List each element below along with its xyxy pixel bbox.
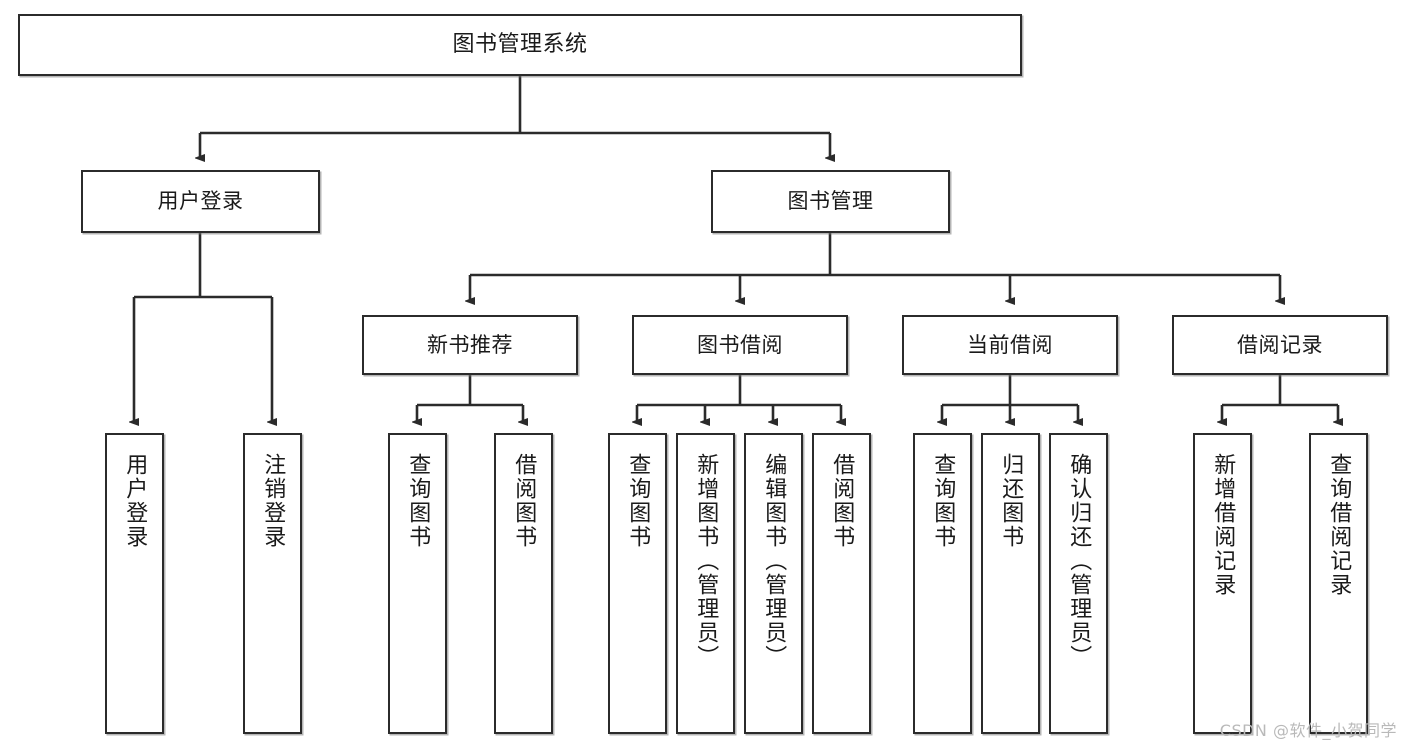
watermark-text: CSDN @软件_小贺同学	[1219, 721, 1397, 740]
leaf-user-login-logout[interactable]: 注销登录	[243, 433, 302, 734]
node-label: 用户登录	[122, 453, 148, 549]
leaf-new-book-borrow-book[interactable]: 借阅图书	[494, 433, 553, 734]
node-label: 新增图书（管理员）	[693, 453, 719, 669]
leaf-borrow-record-query-record[interactable]: 查询借阅记录	[1309, 433, 1368, 734]
node-label: 借阅记录	[1237, 332, 1323, 357]
leaf-current-borrow-query-book[interactable]: 查询图书	[913, 433, 972, 734]
leaf-book-borrow-edit-book[interactable]: 编辑图书（管理员）	[744, 433, 803, 734]
node-label: 新书推荐	[427, 332, 513, 357]
leaf-book-borrow-add-book[interactable]: 新增图书（管理员）	[676, 433, 735, 734]
leaf-borrow-record-add-record[interactable]: 新增借阅记录	[1193, 433, 1252, 734]
node-borrow-record[interactable]: 借阅记录	[1172, 315, 1388, 375]
node-label: 图书管理	[787, 189, 874, 214]
node-root-book-management-system[interactable]: 图书管理系统	[18, 14, 1022, 76]
leaf-book-borrow-borrow-book[interactable]: 借阅图书	[812, 433, 871, 734]
node-book-management[interactable]: 图书管理	[711, 170, 950, 233]
node-label: 归还图书	[998, 453, 1024, 549]
node-label: 新增借阅记录	[1210, 453, 1236, 597]
node-label: 图书借阅	[697, 332, 783, 357]
node-current-borrow[interactable]: 当前借阅	[902, 315, 1118, 375]
node-label: 图书管理系统	[452, 32, 588, 58]
node-label: 确认归还（管理员）	[1066, 453, 1092, 669]
node-book-borrow[interactable]: 图书借阅	[632, 315, 848, 375]
leaf-book-borrow-query-book[interactable]: 查询图书	[608, 433, 667, 734]
node-label: 注销登录	[260, 453, 286, 549]
node-label: 借阅图书	[829, 453, 855, 549]
leaf-new-book-query-book[interactable]: 查询图书	[388, 433, 447, 734]
node-label: 查询借阅记录	[1326, 453, 1352, 597]
node-label: 借阅图书	[511, 453, 537, 549]
node-label: 查询图书	[405, 453, 431, 549]
node-label: 用户登录	[157, 189, 244, 214]
leaf-current-borrow-return-book[interactable]: 归还图书	[981, 433, 1040, 734]
leaf-user-login-login[interactable]: 用户登录	[105, 433, 164, 734]
node-label: 编辑图书（管理员）	[761, 453, 787, 669]
node-user-login[interactable]: 用户登录	[81, 170, 320, 233]
node-label: 查询图书	[625, 453, 651, 549]
node-label: 查询图书	[930, 453, 956, 549]
node-new-book-recommend[interactable]: 新书推荐	[362, 315, 578, 375]
node-label: 当前借阅	[967, 332, 1053, 357]
leaf-current-borrow-confirm-return[interactable]: 确认归还（管理员）	[1049, 433, 1108, 734]
